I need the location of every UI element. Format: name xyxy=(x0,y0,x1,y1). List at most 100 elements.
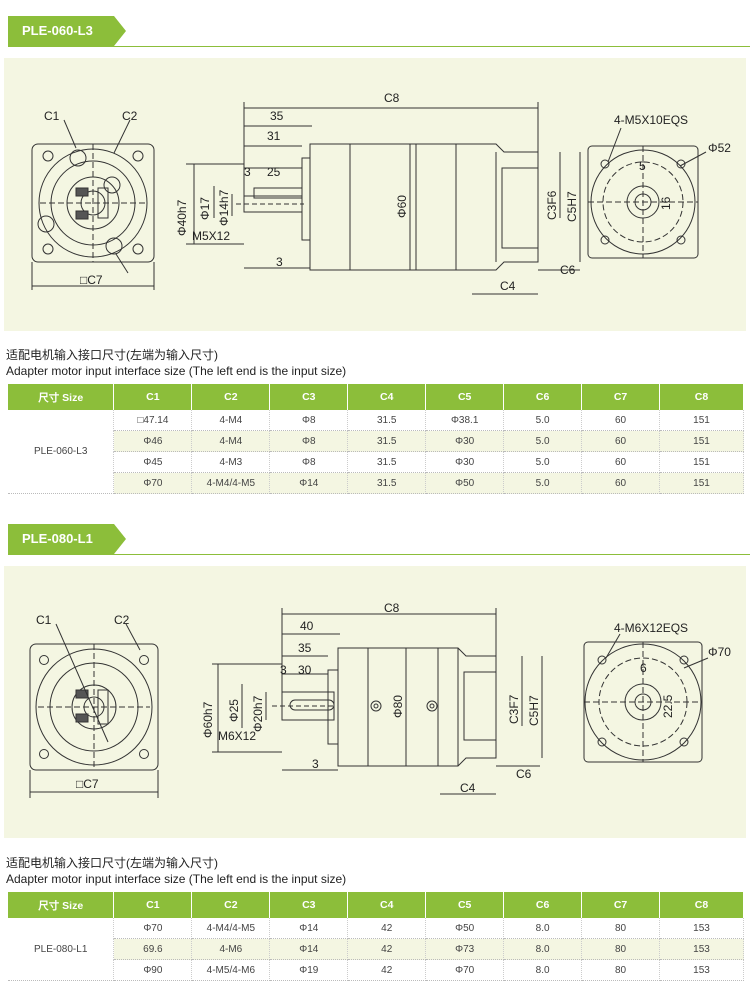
table-row: Φ90 4-M5/4-M6 Φ19 42 Φ70 8.0 80 153 xyxy=(8,959,744,981)
label-phi17: Φ17 xyxy=(198,197,212,220)
label-c6: C6 xyxy=(560,263,576,277)
caption-cn: 适配电机输入接口尺寸(左端为输入尺寸) xyxy=(6,856,218,870)
label-bolt: 4-M5X10EQS xyxy=(614,113,688,127)
model-tag: PLE-060-L3 xyxy=(8,16,126,46)
table-cell: Φ30 xyxy=(425,451,505,473)
table-cell: 153 xyxy=(659,959,744,981)
table-cell: Φ70 xyxy=(425,959,505,981)
tag-divider xyxy=(8,46,750,47)
label-m6x12: M6X12 xyxy=(218,729,256,743)
header-c4: C4 xyxy=(347,384,427,410)
table-cell: Φ46 xyxy=(113,430,193,452)
label-22-5: 22.5 xyxy=(661,694,675,718)
label-c1: C1 xyxy=(44,109,60,123)
header-size: 尺寸 Size xyxy=(8,892,115,918)
table-cell: 42 xyxy=(347,959,427,981)
label-c5h7: C5H7 xyxy=(527,695,541,726)
label-phi80: Φ80 xyxy=(391,695,405,718)
header-c3: C3 xyxy=(269,384,349,410)
table-cell: 5.0 xyxy=(503,472,583,494)
label-6: 6 xyxy=(640,661,647,675)
table-cell: 60 xyxy=(581,451,661,473)
table-cell: Φ8 xyxy=(269,410,349,431)
label-phi20h7: Φ20h7 xyxy=(251,695,265,732)
table-cell: Φ19 xyxy=(269,959,349,981)
table-cell: Φ8 xyxy=(269,430,349,452)
label-40: 40 xyxy=(300,619,314,633)
tag-divider xyxy=(8,554,750,555)
table-cell: 80 xyxy=(581,938,660,960)
header-c2: C2 xyxy=(191,384,271,410)
table-cell: Φ38.1 xyxy=(425,410,505,431)
table-cell: 31.5 xyxy=(347,410,427,431)
table-cell: 153 xyxy=(659,918,744,939)
spec-table: 尺寸 Size C1 C2 C3 C4 C5 C6 C7 C8 PLE-060-… xyxy=(8,384,744,494)
table-cell: Φ50 xyxy=(425,472,505,494)
table-cell: Φ14 xyxy=(269,938,349,960)
table-cell: 4-M4 xyxy=(191,430,271,452)
label-c3f7: C3F7 xyxy=(507,694,521,724)
label-c3f6: C3F6 xyxy=(545,190,559,220)
label-3a: 3 xyxy=(280,663,287,677)
table-cell: 69.6 xyxy=(113,938,193,960)
header-c7: C7 xyxy=(581,384,661,410)
header-c6: C6 xyxy=(503,384,583,410)
drawing-panel: C1 C2 □C7 C8 35 31 3 25 3 Φ40h7 Φ17 Φ14h… xyxy=(4,58,746,331)
header-c5: C5 xyxy=(425,892,505,918)
table-cell: Φ8 xyxy=(269,451,349,473)
label-30: 30 xyxy=(298,663,312,677)
table-row: Φ46 4-M4 Φ8 31.5 Φ30 5.0 60 151 xyxy=(8,430,744,452)
label-c7: □C7 xyxy=(76,777,99,791)
caption-en: Adapter motor input interface size (The … xyxy=(6,364,347,378)
drawing-panel: C1 C2 □C7 C8 40 35 3 30 3 Φ60h7 Φ25 Φ20h… xyxy=(4,566,746,838)
table-cell: 4-M4/4-M5 xyxy=(191,918,271,939)
table-cell: □47.14 xyxy=(113,410,193,431)
label-m5x12: M5X12 xyxy=(192,229,230,243)
table-cell: 5.0 xyxy=(503,451,583,473)
label-bolt: 4-M6X12EQS xyxy=(614,621,688,635)
table-cell: Φ70 xyxy=(113,472,193,494)
table-cell: 153 xyxy=(659,938,744,960)
table-row: PLE-060-L3 □47.14 4-M4 Φ8 31.5 Φ38.1 5.0… xyxy=(8,410,744,494)
table-cell: 4-M6 xyxy=(191,938,271,960)
label-c4: C4 xyxy=(500,279,516,293)
label-16: 16 xyxy=(659,196,673,210)
table-cell: 31.5 xyxy=(347,472,427,494)
header-c8: C8 xyxy=(659,384,744,410)
table-row: 69.6 4-M6 Φ14 42 Φ73 8.0 80 153 xyxy=(8,938,744,960)
label-phi60: Φ60 xyxy=(395,195,409,218)
header-c5: C5 xyxy=(425,384,505,410)
table-cell: 60 xyxy=(581,410,661,431)
caption-en: Adapter motor input interface size (The … xyxy=(6,872,347,886)
table-cell: 4-M3 xyxy=(191,451,271,473)
label-3a: 3 xyxy=(244,165,251,179)
table-cell: 8.0 xyxy=(503,918,583,939)
label-31: 31 xyxy=(267,129,281,143)
table-cell: 31.5 xyxy=(347,430,427,452)
header-c4: C4 xyxy=(347,892,427,918)
label-c8: C8 xyxy=(384,601,400,615)
header-c1: C1 xyxy=(113,892,193,918)
table-cell: 80 xyxy=(581,918,660,939)
label-c2: C2 xyxy=(114,613,130,627)
table-cell: 151 xyxy=(659,472,744,494)
table-cell: 42 xyxy=(347,938,427,960)
table-cell: 8.0 xyxy=(503,959,583,981)
technical-drawing: C1 C2 □C7 C8 35 31 3 25 3 Φ40h7 Φ17 Φ14h… xyxy=(31,91,731,295)
header-c3: C3 xyxy=(269,892,349,918)
table-cell: Φ73 xyxy=(425,938,505,960)
label-c1: C1 xyxy=(36,613,52,627)
table-cell: 31.5 xyxy=(347,451,427,473)
model-cell: PLE-080-L1 xyxy=(8,918,115,981)
label-c4: C4 xyxy=(460,781,476,795)
table-cell: 151 xyxy=(659,451,744,473)
label-35: 35 xyxy=(298,641,312,655)
label-25: 25 xyxy=(267,165,281,179)
table-cell: 4-M5/4-M6 xyxy=(191,959,271,981)
model-tag: PLE-080-L1 xyxy=(8,524,126,554)
table-cell: 80 xyxy=(581,959,660,981)
label-phi25: Φ25 xyxy=(227,699,241,722)
table-cell: 4-M4/4-M5 xyxy=(191,472,271,494)
table-cell: 151 xyxy=(659,410,744,431)
spec-table: 尺寸 Size C1 C2 C3 C4 C5 C6 C7 C8 PLE-080-… xyxy=(8,892,744,981)
